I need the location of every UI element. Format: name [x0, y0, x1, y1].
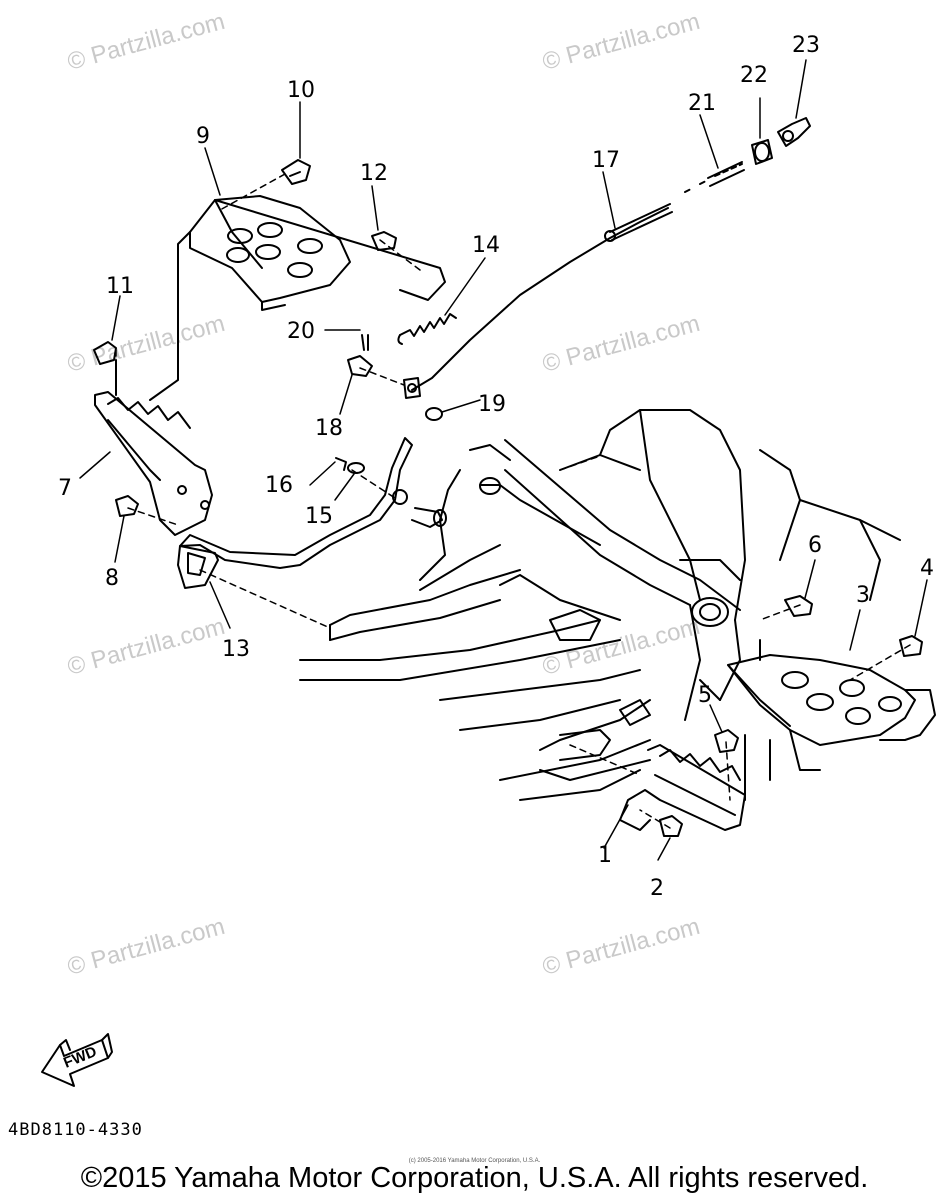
- watermark: © Partzilla.com: [540, 8, 703, 76]
- callout-10: 10: [287, 78, 315, 103]
- callout-11: 11: [106, 274, 134, 299]
- watermark: © Partzilla.com: [540, 310, 703, 378]
- callout-20: 20: [287, 319, 315, 344]
- callout-19: 19: [478, 392, 506, 417]
- callout-16: 16: [265, 473, 293, 498]
- callout-3: 3: [856, 583, 870, 608]
- callout-8: 8: [105, 566, 119, 591]
- brake-rod: [403, 203, 673, 399]
- frame: [299, 409, 901, 801]
- right-footrest-plate: [699, 639, 936, 781]
- callout-numbers: 1 2 3 4 5 6 7 8 9 10 11 13 12 14 15 16 1…: [58, 33, 934, 901]
- left-footpeg: [94, 264, 213, 536]
- callout-13: 13: [222, 637, 250, 662]
- callout-12: 12: [360, 161, 388, 186]
- fwd-arrow: FWD: [41, 1033, 113, 1087]
- tiny-copyright-notice: (c) 2005-2016 Yamaha Motor Corporation, …: [408, 1158, 541, 1164]
- watermark: © Partzilla.com: [65, 913, 228, 981]
- left-footrest-plate: [177, 195, 446, 311]
- leader-lines: [79, 59, 928, 861]
- watermark: © Partzilla.com: [65, 8, 228, 76]
- copyright-footer: ©2015 Yamaha Motor Corporation, U.S.A. A…: [80, 1162, 869, 1194]
- callout-7: 7: [58, 476, 72, 501]
- watermark: © Partzilla.com: [65, 613, 228, 681]
- right-footpeg: [619, 734, 746, 831]
- callout-23: 23: [792, 33, 820, 58]
- diagram-part-code: 4BD8110-4330: [8, 1120, 143, 1140]
- watermark: © Partzilla.com: [65, 310, 228, 378]
- callout-5: 5: [698, 683, 712, 708]
- callout-6: 6: [808, 533, 822, 558]
- rod-end-parts: [684, 117, 811, 193]
- callout-18: 18: [315, 416, 343, 441]
- callout-2: 2: [650, 876, 664, 901]
- brake-pedal: [177, 437, 447, 589]
- callout-21: 21: [688, 91, 716, 116]
- callout-14: 14: [472, 233, 500, 258]
- spring: [397, 313, 457, 345]
- callout-15: 15: [305, 504, 333, 529]
- watermark: © Partzilla.com: [540, 613, 703, 681]
- assembly-lines: [115, 173, 911, 829]
- watermark: © Partzilla.com: [540, 913, 703, 981]
- callout-22: 22: [740, 63, 768, 88]
- callout-17: 17: [592, 148, 620, 173]
- callout-1: 1: [598, 843, 612, 868]
- fasteners-right: [659, 595, 923, 837]
- callout-9: 9: [196, 124, 210, 149]
- fwd-label: FWD: [61, 1043, 99, 1072]
- callout-4: 4: [920, 556, 934, 581]
